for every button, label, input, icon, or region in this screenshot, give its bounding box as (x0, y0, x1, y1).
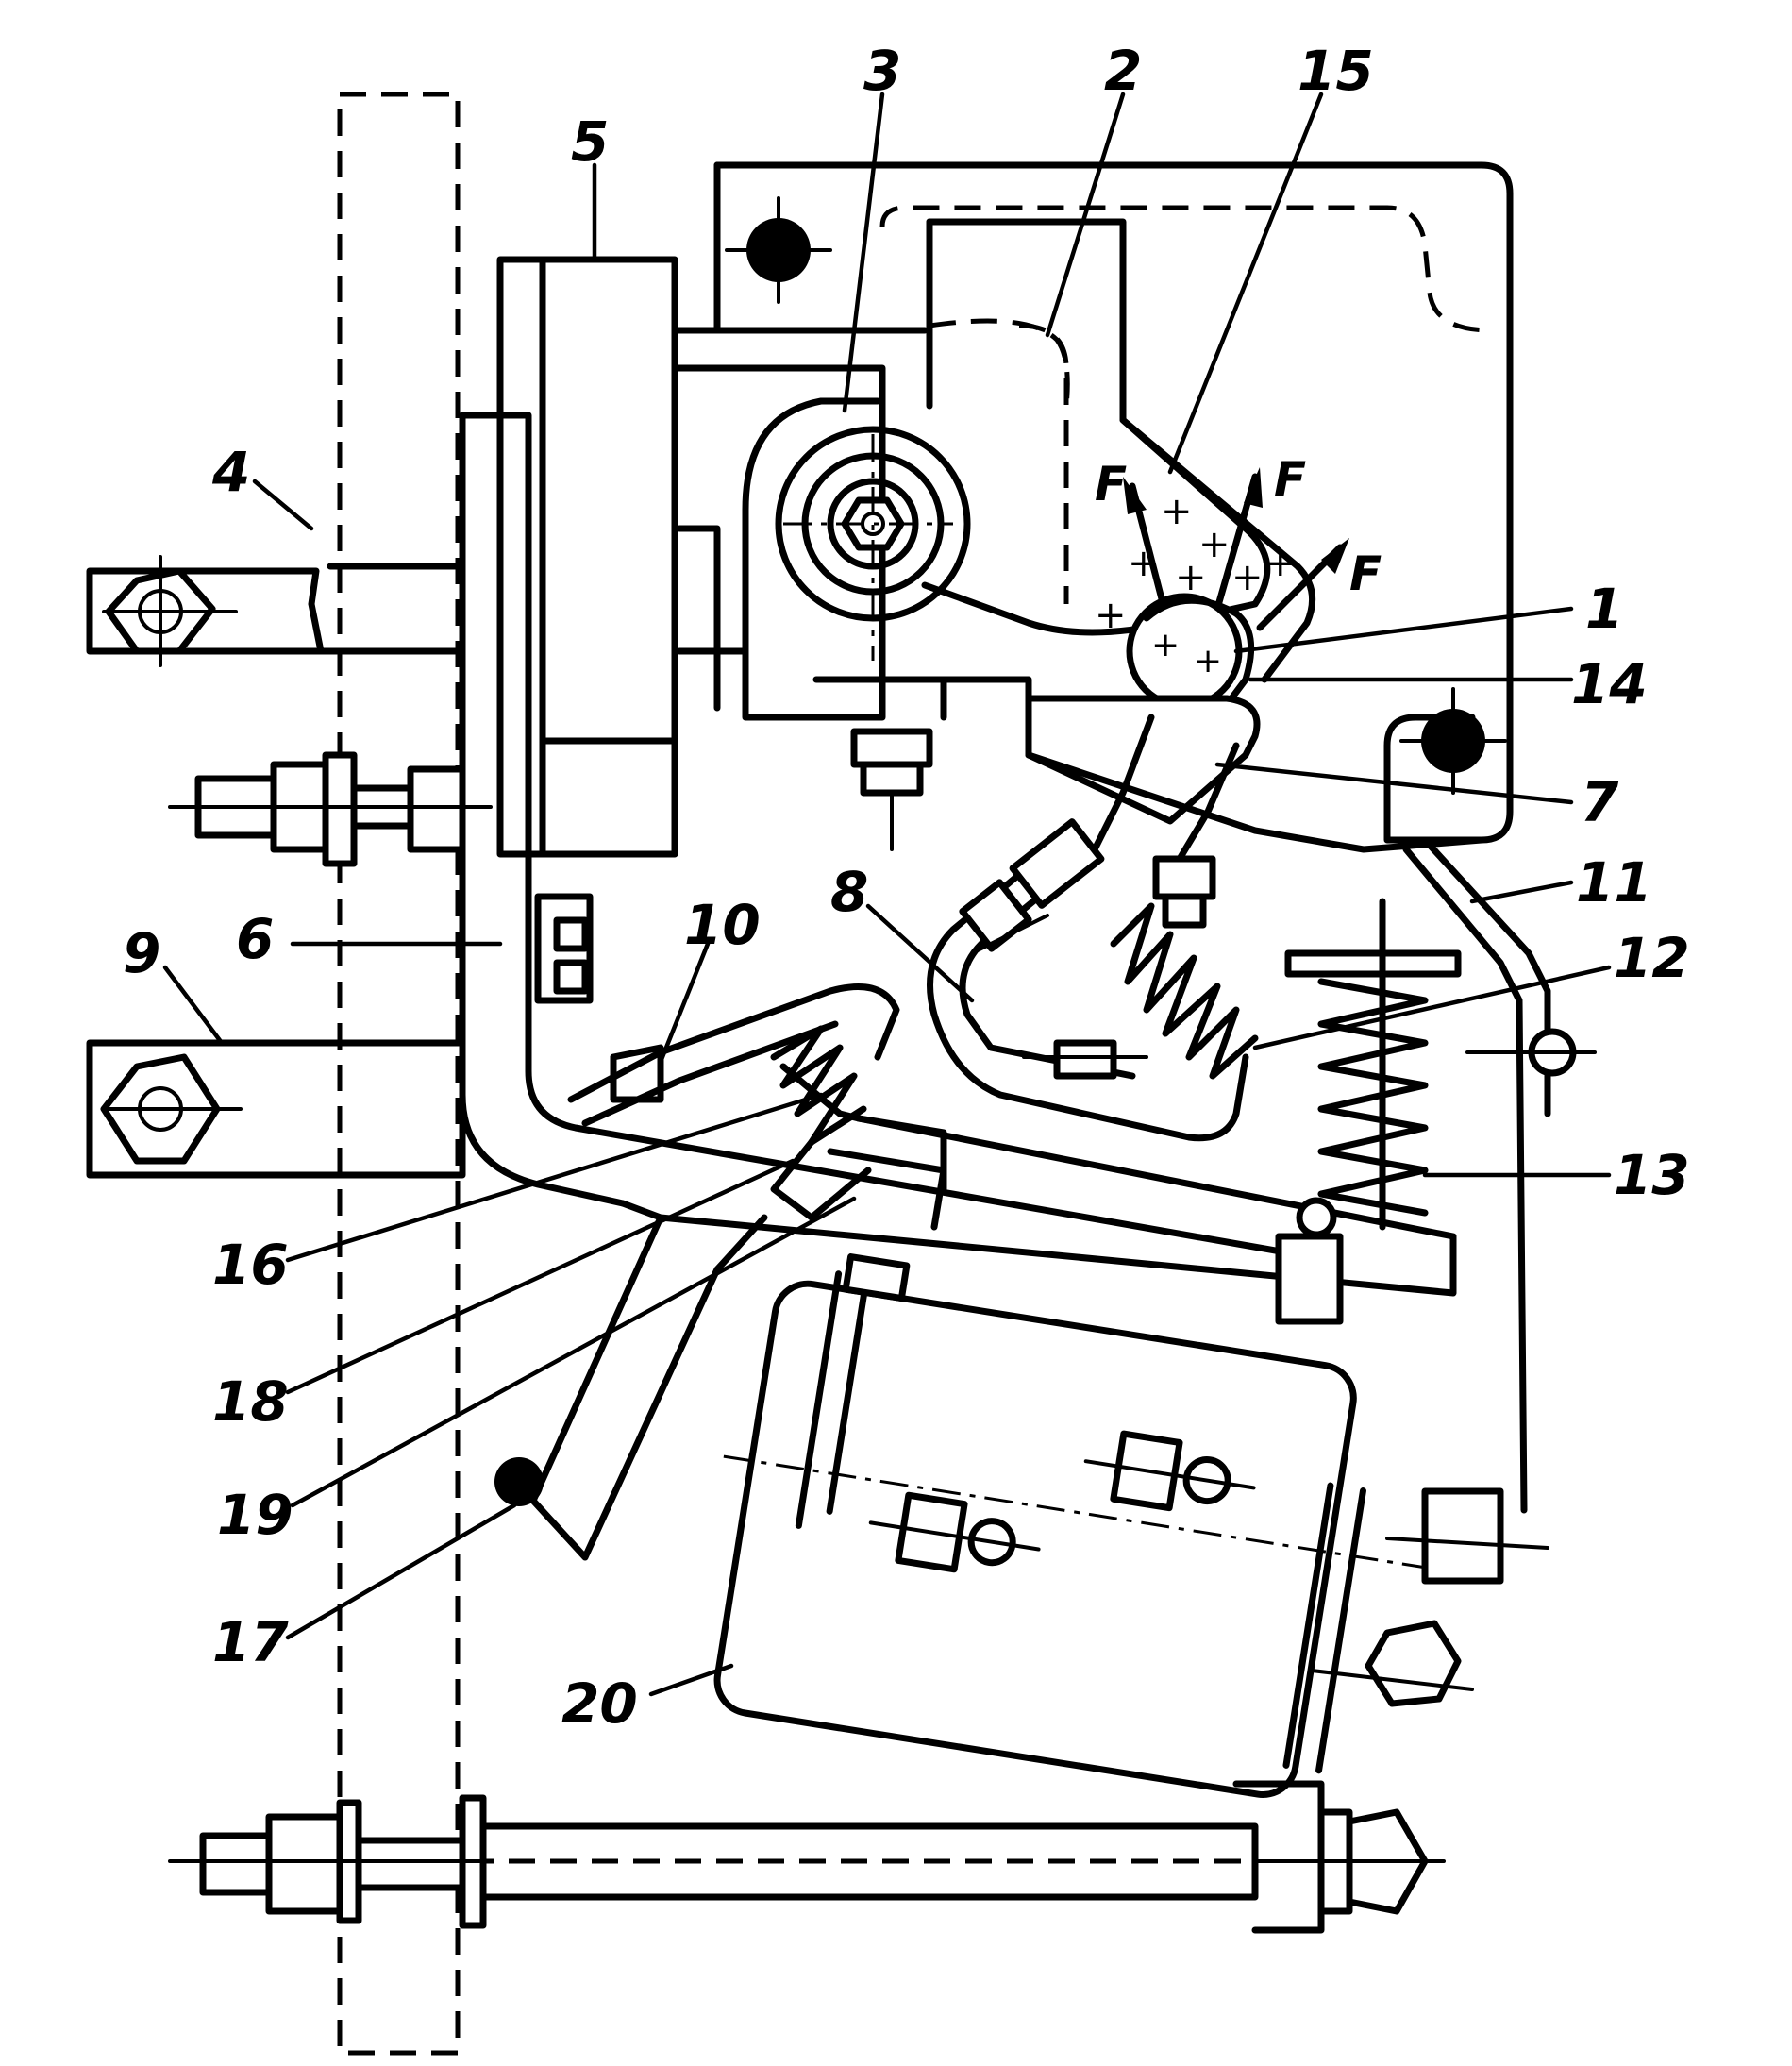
label-4: 4 (211, 440, 250, 504)
coil-top-nut (842, 1253, 911, 1302)
pivot-assembly-3 (742, 397, 1032, 851)
upper-terminal-4 (86, 555, 466, 667)
label-1: 1 (1585, 577, 1623, 641)
svg-text:+: + (1194, 642, 1222, 680)
leader-17 (285, 1503, 517, 1640)
mounting-panel (337, 92, 461, 2056)
label-17: 17 (212, 1610, 289, 1674)
svg-text:+: + (1198, 523, 1231, 566)
arc-region-15: + + + + + + + (1095, 416, 1349, 683)
leader-12 (1252, 965, 1612, 1050)
lower-link-17 (494, 1214, 768, 1561)
leader-1 (1233, 606, 1574, 654)
coil-terminal-lower (868, 1491, 1041, 1573)
label-15: 15 (1298, 39, 1374, 103)
leader-11 (1469, 880, 1574, 904)
coil-housing-20 (713, 1253, 1432, 1798)
coil-block-5 (496, 256, 721, 858)
label-12: 12 (1614, 926, 1690, 990)
leader-10 (658, 941, 711, 1065)
label-14: 14 (1571, 652, 1648, 716)
magnetic-yoke (671, 364, 886, 721)
leader-18 (285, 1158, 796, 1395)
svg-text:+: + (1231, 556, 1264, 599)
leader-4 (252, 479, 314, 531)
leader-15 (1167, 92, 1324, 475)
lower-terminal-9 (86, 1039, 466, 1179)
leader-16 (285, 1092, 824, 1263)
armature-stop (1275, 1233, 1344, 1325)
leader-19 (290, 1196, 857, 1508)
label-10: 10 (684, 893, 761, 957)
leader-2 (1045, 92, 1126, 338)
label-8: 8 (830, 860, 868, 924)
middle-stud (168, 751, 493, 867)
label-18: 18 (212, 1369, 289, 1434)
leader-20 (648, 1663, 734, 1697)
contact-arm-7 (1025, 695, 1261, 863)
spring-holder-8 (927, 818, 1249, 1142)
contact-tip-1: + + (1126, 593, 1243, 710)
bottom-tie-rod (168, 1780, 1446, 1934)
label-5: 5 (571, 109, 609, 174)
svg-text:+: + (1095, 594, 1127, 637)
label-7: 7 (1581, 770, 1619, 834)
coil-terminal-upper (1083, 1430, 1256, 1512)
label-2: 2 (1104, 39, 1142, 103)
bracket-11 (1402, 836, 1597, 1514)
label-9: 9 (123, 921, 160, 985)
flexible-braid-10 (534, 893, 900, 1127)
leader-lines (162, 92, 1612, 1697)
leader-9 (162, 965, 225, 1046)
fixed-contact-14 (1228, 610, 1255, 702)
svg-text:+: + (1151, 626, 1180, 664)
svg-text:+: + (1264, 542, 1297, 585)
svg-text:+: + (1175, 556, 1207, 599)
leader-3 (842, 92, 885, 413)
force-arrows (1123, 467, 1349, 631)
part-labels: 1 2 3 4 5 6 7 8 9 10 11 12 13 14 15 16 1… (123, 39, 1690, 1736)
latch-spring-assembly (770, 1025, 947, 1231)
force-label-1: F (1095, 457, 1127, 512)
leader-8 (865, 903, 975, 1003)
force-label-2: F (1274, 452, 1306, 507)
armature-plate (1025, 751, 1485, 853)
armature-arm (619, 1063, 1457, 1325)
label-20: 20 (561, 1671, 638, 1736)
arc-chute-housing (713, 161, 1514, 844)
force-label-3: F (1349, 546, 1382, 601)
svg-text:+: + (1161, 490, 1193, 533)
force-labels: F F F (1095, 452, 1382, 601)
label-11: 11 (1576, 850, 1652, 915)
label-3: 3 (863, 39, 901, 103)
label-13: 13 (1614, 1143, 1690, 1207)
pivot-lower-bolt (850, 728, 933, 851)
label-16: 16 (212, 1233, 289, 1297)
return-spring-13 (1284, 898, 1462, 1231)
label-19: 19 (217, 1483, 293, 1547)
contact-spring-12 (1022, 855, 1259, 1080)
right-bolts (1310, 1487, 1549, 1707)
label-6: 6 (236, 907, 274, 971)
moving-contact-lever-2 (921, 218, 1271, 636)
leader-7 (1214, 762, 1574, 805)
